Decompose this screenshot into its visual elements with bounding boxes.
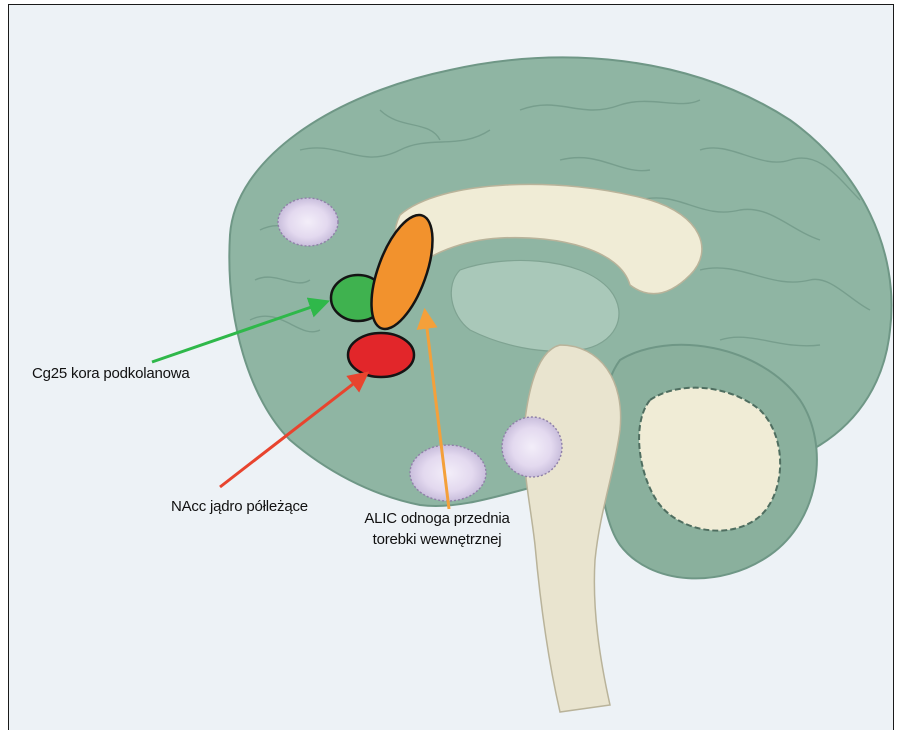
alic-label-line1: ALIC odnoga przednia bbox=[357, 508, 517, 529]
nacc-label: NAcc jądro półleżące bbox=[171, 496, 308, 517]
cg25-label: Cg25 kora podkolanowa bbox=[32, 363, 190, 384]
target-spot-midbrain bbox=[502, 417, 562, 477]
nacc-target bbox=[348, 333, 414, 377]
brainstem bbox=[524, 345, 621, 712]
alic-label-line2: torebki wewnętrznej bbox=[357, 529, 517, 550]
alic-label: ALIC odnoga przednia torebki wewnętrznej bbox=[357, 508, 517, 550]
target-spot-frontal bbox=[278, 198, 338, 246]
